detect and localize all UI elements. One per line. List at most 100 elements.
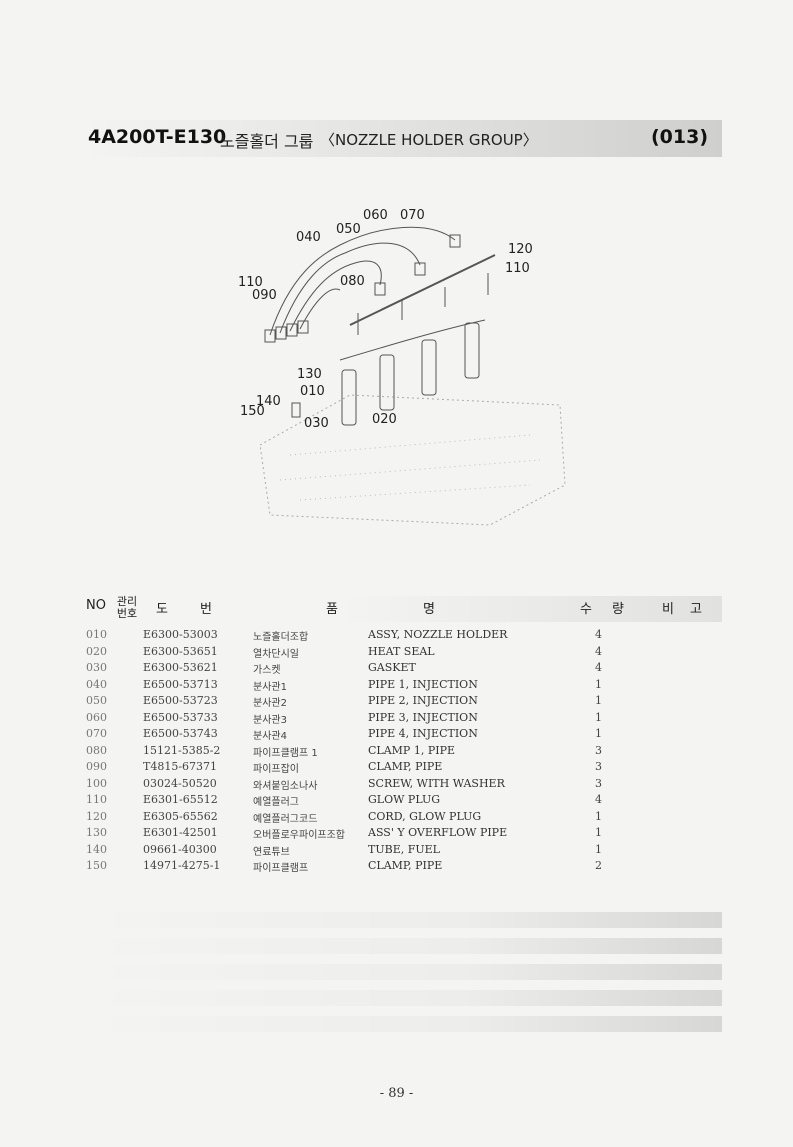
row-name-korean: 열차단시일 <box>253 648 299 660</box>
table-row: 060 E6500-53733 분사관3 PIPE 3, INJECTION 1 <box>0 711 793 727</box>
row-name-korean: 예열플러그코드 <box>253 813 318 825</box>
row-part-number: E6301-42501 <box>143 826 218 839</box>
row-name-korean: 분사관3 <box>253 714 287 726</box>
table-row: 080 15121-5385-2 파이프클램프 1 CLAMP 1, PIPE … <box>0 744 793 760</box>
callout-130: 130 <box>297 367 322 382</box>
row-name-korean: 노즐홀더조합 <box>253 632 309 643</box>
group-header: 4A200T-E130 노즐홀더 그룹 〈NOZZLE HOLDER GROUP… <box>80 120 722 157</box>
row-name-korean: 와셔붙임소나사 <box>253 780 318 792</box>
row-name-english: PIPE 3, INJECTION <box>368 710 478 724</box>
col-su: 수 <box>580 602 592 617</box>
col-ryang: 량 <box>612 602 624 617</box>
table-row: 040 E6500-53713 분사관1 PIPE 1, INJECTION 1 <box>0 678 793 694</box>
row-quantity: 3 <box>595 760 602 773</box>
row-name-korean: 분사관2 <box>253 698 287 709</box>
table-row: 140 09661-40300 연료튜브 TUBE, FUEL 1 <box>0 843 793 859</box>
row-quantity: 3 <box>595 776 602 790</box>
col-myeong: 명 <box>423 602 435 617</box>
row-name-english: TUBE, FUEL <box>368 842 440 856</box>
row-no: 100 <box>86 776 107 790</box>
callout-010: 010 <box>300 384 325 399</box>
row-name-korean: 파이프클램프 <box>253 863 309 874</box>
col-no: NO <box>86 598 106 613</box>
row-no: 080 <box>86 743 107 757</box>
row-part-number: E6500-53713 <box>143 677 218 691</box>
row-name-english: PIPE 4, INJECTION <box>368 727 478 740</box>
row-part-number: 15121-5385-2 <box>143 743 221 757</box>
table-row: 150 14971-4275-1 파이프클램프 CLAMP, PIPE 2 <box>0 859 793 875</box>
row-name-korean: 예열플러그 <box>253 797 299 808</box>
row-name-english: CLAMP, PIPE <box>368 760 443 773</box>
callout-040: 040 <box>296 230 321 245</box>
row-part-number: T4815-67371 <box>143 760 218 773</box>
table-row: 030 E6300-53621 가스켓 GASKET 4 <box>0 661 793 677</box>
row-name-korean: 분사관4 <box>253 731 287 742</box>
row-no: 060 <box>86 710 107 724</box>
callout-050: 050 <box>336 222 361 237</box>
row-name-english: CORD, GLOW PLUG <box>368 809 482 823</box>
callout-080: 080 <box>340 274 365 289</box>
col-kwanri: 관리 번호 <box>116 595 138 620</box>
table-row: 050 E6500-53723 분사관2 PIPE 2, INJECTION 1 <box>0 694 793 710</box>
table-row: 010 E6300-53003 노즐홀더조합 ASSY, NOZZLE HOLD… <box>0 628 793 644</box>
row-name-korean: 파이프클램프 1 <box>253 747 318 759</box>
row-name-english: GASKET <box>368 661 416 674</box>
row-no: 150 <box>86 859 107 872</box>
row-part-number: E6500-53723 <box>143 694 218 707</box>
table-header-bar <box>80 596 722 622</box>
col-beon: 번 <box>200 602 212 617</box>
table-row: 020 E6300-53651 열차단시일 HEAT SEAL 4 <box>0 645 793 661</box>
callout-110-left: 110 <box>238 275 263 290</box>
table-row: 090 T4815-67371 파이프잡이 CLAMP, PIPE 3 <box>0 760 793 776</box>
col-pum: 품 <box>326 602 338 617</box>
row-quantity: 1 <box>595 842 602 856</box>
row-no: 030 <box>86 661 107 674</box>
row-no: 020 <box>86 644 107 658</box>
row-no: 090 <box>86 760 107 773</box>
row-part-number: E6300-53621 <box>143 661 218 674</box>
table-row: 100 03024-50520 와셔붙임소나사 SCREW, WITH WASH… <box>0 777 793 793</box>
model-code: 4A200T-E130 <box>88 126 227 148</box>
row-quantity: 1 <box>595 710 602 724</box>
row-part-number: 03024-50520 <box>143 776 217 790</box>
row-name-english: GLOW PLUG <box>368 793 441 806</box>
table-row: 070 E6500-53743 분사관4 PIPE 4, INJECTION 1 <box>0 727 793 743</box>
row-quantity: 1 <box>595 677 602 691</box>
group-number: (013) <box>650 126 708 148</box>
row-name-korean: 분사관1 <box>253 681 287 693</box>
row-quantity: 2 <box>595 859 602 872</box>
row-no: 010 <box>86 628 107 641</box>
row-name-korean: 가스켓 <box>253 665 281 676</box>
row-part-number: 14971-4275-1 <box>143 859 221 872</box>
row-name-english: PIPE 2, INJECTION <box>368 694 478 707</box>
row-no: 070 <box>86 727 107 740</box>
col-go: 고 <box>690 602 702 617</box>
page-number: - 89 - <box>379 1086 414 1101</box>
row-name-korean: 파이프잡이 <box>253 764 299 775</box>
row-quantity: 1 <box>595 727 602 740</box>
table-row: 130 E6301-42501 오버플로우파이프조합 ASS' Y OVERFL… <box>0 826 793 842</box>
group-title-korean: 노즐홀더 그룹 <box>220 132 314 151</box>
row-part-number: E6500-53733 <box>143 710 218 724</box>
row-quantity: 1 <box>595 694 602 707</box>
row-name-english: HEAT SEAL <box>368 644 435 658</box>
row-name-english: ASS' Y OVERFLOW PIPE <box>368 826 508 839</box>
row-quantity: 1 <box>595 809 602 823</box>
row-no: 040 <box>86 677 107 691</box>
callout-070: 070 <box>400 208 425 223</box>
row-quantity: 4 <box>595 793 602 806</box>
row-name-korean: 오버플로우파이프조합 <box>253 830 345 841</box>
row-part-number: E6300-53651 <box>143 644 218 658</box>
callout-110-right: 110 <box>505 261 530 276</box>
row-part-number: E6500-53743 <box>143 727 218 740</box>
row-name-english: SCREW, WITH WASHER <box>368 776 505 790</box>
row-no: 130 <box>86 826 107 839</box>
row-quantity: 4 <box>595 661 602 674</box>
row-no: 050 <box>86 694 107 707</box>
callout-020: 020 <box>372 412 397 427</box>
callout-120: 120 <box>508 242 533 257</box>
group-title-english: 〈NOZZLE HOLDER GROUP〉 <box>320 131 538 149</box>
table-row: 120 E6305-65562 예열플러그코드 CORD, GLOW PLUG … <box>0 810 793 826</box>
row-name-english: PIPE 1, INJECTION <box>368 677 478 691</box>
